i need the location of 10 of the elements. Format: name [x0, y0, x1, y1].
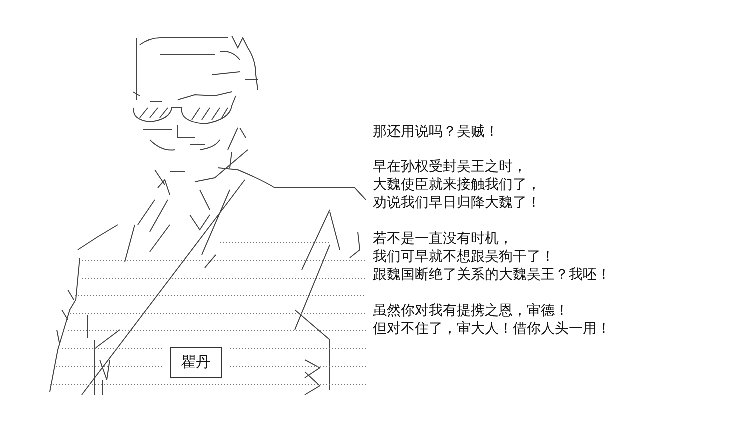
dialogue-line: 我们可早就不想跟吴狗干了！: [373, 249, 555, 266]
dialogue-line: 跟魏国断绝了关系的大魏吴王？我呸！: [373, 267, 611, 284]
dialogue-line: 虽然你对我有提携之恩，审德！: [373, 303, 569, 320]
dialogue-line: 若不是一直没有时机，: [373, 231, 513, 248]
dialogue-line: 大魏使臣就来接触我们了，: [373, 177, 541, 194]
dialogue-line: 那还用说吗？吴贼！: [373, 124, 499, 141]
dialogue-line: 但对不住了，审大人！借你人头一用！: [373, 321, 611, 338]
name-plate: 瞿丹: [170, 347, 222, 378]
dialogue-line: 劝说我们早日归降大魏了！: [373, 195, 541, 212]
dialogue-line: 早在孙权受封吴王之时，: [373, 159, 527, 176]
